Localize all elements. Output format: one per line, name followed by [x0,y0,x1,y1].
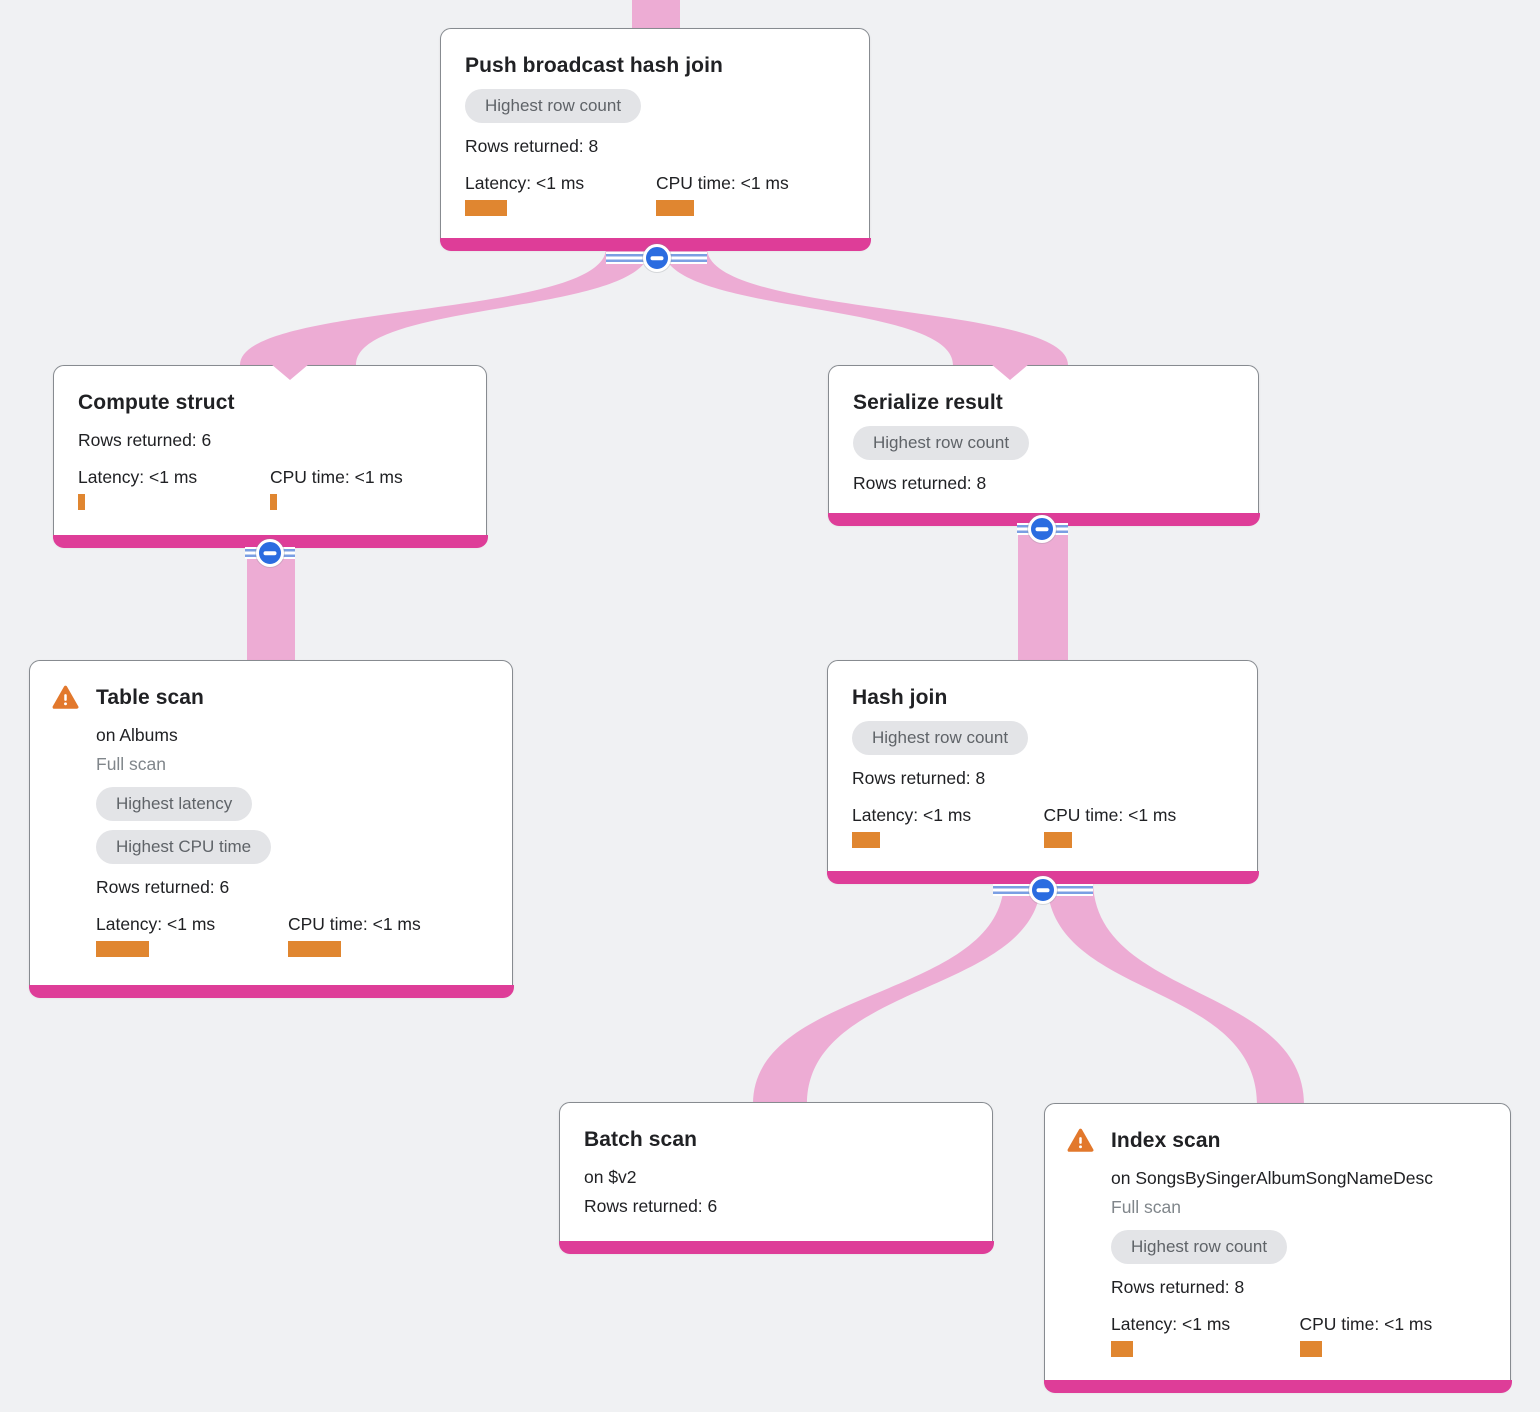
latency-label: Latency: <1 ms [465,173,585,193]
rows-returned: Rows returned: 8 [465,136,599,156]
latency-label: Latency: <1 ms [1111,1314,1231,1334]
cpu-time-label: CPU time: <1 ms [1043,805,1177,825]
latency-bar [78,494,85,510]
rows-returned: Rows returned: 6 [96,877,230,897]
latency-label: Latency: <1 ms [78,467,198,487]
edge-parent-to-push [632,0,680,32]
node-card-hash-join[interactable]: Hash join Highest row count Rows returne… [826,660,1259,884]
node-title: Batch scan [584,1128,698,1151]
collapse-button-compute-struct[interactable] [256,539,284,567]
edge-serialize-result-to-hash-join [1018,523,1068,662]
warning-icon [52,685,79,709]
warning-icon [1067,1128,1094,1152]
node-card-table-scan[interactable]: Table scan on Albums Full scan Highest l… [28,660,514,998]
rows-returned: Rows returned: 8 [1111,1277,1245,1297]
rows-returned: Rows returned: 8 [852,768,986,788]
node-title: Table scan [96,686,204,709]
cpu-time-bar [656,200,694,216]
rows-returned: Rows returned: 8 [853,473,987,493]
badge-highest-cpu-time: Highest CPU time [96,830,272,864]
scan-type: Full scan [96,754,167,774]
edge-compute-struct-to-table-scan [247,545,295,662]
latency-bar [852,832,880,848]
latency-label: Latency: <1 ms [96,914,216,934]
cpu-time-label: CPU time: <1 ms [656,173,789,193]
scan-type: Full scan [1111,1197,1182,1217]
badge-highest-row-count: Highest row count [1111,1230,1288,1264]
node-card-compute-struct[interactable]: Compute struct Rows returned: 6 Latency:… [52,365,488,548]
edge-push-to-compute-struct [240,248,650,365]
cpu-time-label: CPU time: <1 ms [288,914,421,934]
cpu-time-bar [1299,1341,1322,1357]
collapse-button-push-broadcast-hash-join[interactable] [643,244,671,272]
collapse-button-serialize-result[interactable] [1028,515,1056,543]
card-footer-bar [1043,1379,1512,1393]
latency-bar [465,200,507,216]
latency-bar [96,941,149,957]
latency-bar [1111,1341,1133,1357]
cpu-time-label: CPU time: <1 ms [270,467,403,487]
badge-highest-row-count: Highest row count [852,721,1029,755]
edge-hash-join-to-batch-scan [753,880,1041,1104]
rows-returned: Rows returned: 6 [584,1196,718,1216]
node-card-batch-scan[interactable]: Batch scan on $v2 Rows returned: 6 [558,1102,994,1254]
node-title: Compute struct [78,391,235,414]
node-title: Hash join [852,686,948,709]
collapse-button-hash-join[interactable] [1029,876,1057,904]
edge-push-to-serialize-result [663,248,1068,365]
node-subtitle: on Albums [96,725,178,745]
cpu-time-bar [1043,832,1072,848]
latency-label: Latency: <1 ms [852,805,972,825]
cpu-time-bar [270,494,277,510]
cpu-time-label: CPU time: <1 ms [1299,1314,1433,1334]
badge-highest-row-count: Highest row count [465,89,642,123]
cpu-time-bar [288,941,341,957]
node-subtitle: on SongsBySingerAlbumSongNameDesc [1111,1168,1433,1188]
node-card-serialize-result[interactable]: Serialize result Highest row count Rows … [827,365,1260,526]
node-card-push-broadcast-hash-join[interactable]: Push broadcast hash join Highest row cou… [439,28,871,251]
card-footer-bar [28,984,514,998]
edge-hash-join-to-index-scan [1047,880,1304,1105]
node-subtitle: on $v2 [584,1167,637,1187]
rows-returned: Rows returned: 6 [78,430,212,450]
card-footer-bar [558,1240,994,1254]
badge-highest-latency: Highest latency [96,787,253,821]
node-title: Push broadcast hash join [465,54,723,77]
node-title: Serialize result [853,391,1003,414]
node-title: Index scan [1111,1129,1221,1152]
node-card-index-scan[interactable]: Index scan on SongsBySingerAlbumSongName… [1043,1103,1512,1393]
badge-highest-row-count: Highest row count [853,426,1030,460]
